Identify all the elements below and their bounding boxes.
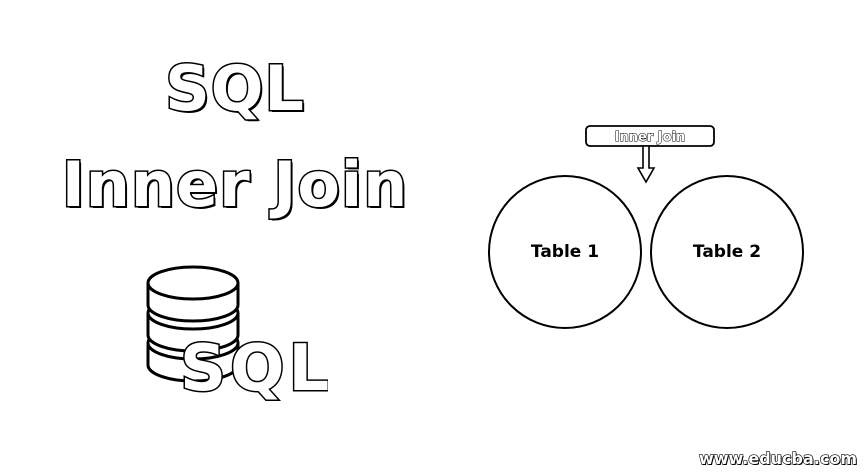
down-arrow-icon <box>636 145 656 184</box>
sql-database-logo: SQL <box>146 265 328 405</box>
inner-join-callout: Inner Join <box>585 125 715 147</box>
sql-logo-label: SQL <box>180 332 328 405</box>
page-title-sql: SQL <box>164 51 306 127</box>
database-icon <box>146 265 240 383</box>
venn-left-set <box>488 175 642 329</box>
venn-right-set <box>650 175 804 329</box>
callout-box <box>585 125 715 147</box>
page-title-inner-join: Inner Join <box>60 147 409 223</box>
venn-left-label: Table 1 <box>531 242 599 262</box>
watermark: www.educba.com <box>698 448 857 468</box>
venn-left-circle <box>488 175 642 329</box>
venn-right-label: Table 2 <box>693 242 761 262</box>
venn-diagram: Table 1 Table 2 Inner Join <box>488 125 804 329</box>
venn-right-circle <box>650 175 804 329</box>
callout-label: Inner Join <box>615 130 686 145</box>
